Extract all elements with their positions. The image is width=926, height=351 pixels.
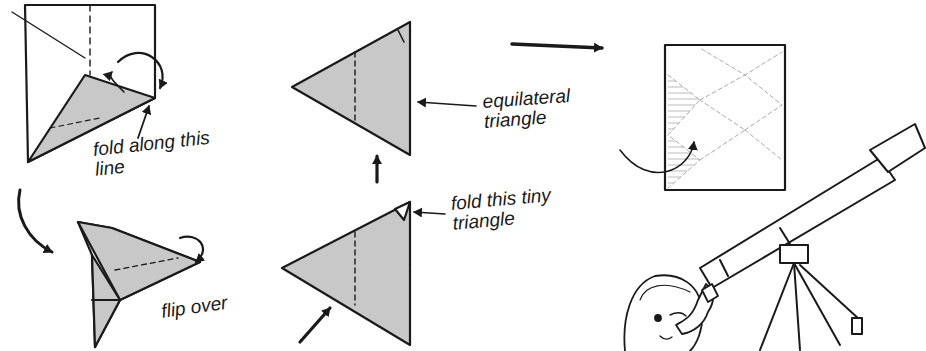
- handwritten-note: fold this tiny triangle: [450, 181, 603, 234]
- handwritten-note: flip over: [160, 292, 232, 322]
- handwritten-note: equilateral triangle: [482, 83, 609, 132]
- handwritten-note: fold along this line: [92, 127, 216, 179]
